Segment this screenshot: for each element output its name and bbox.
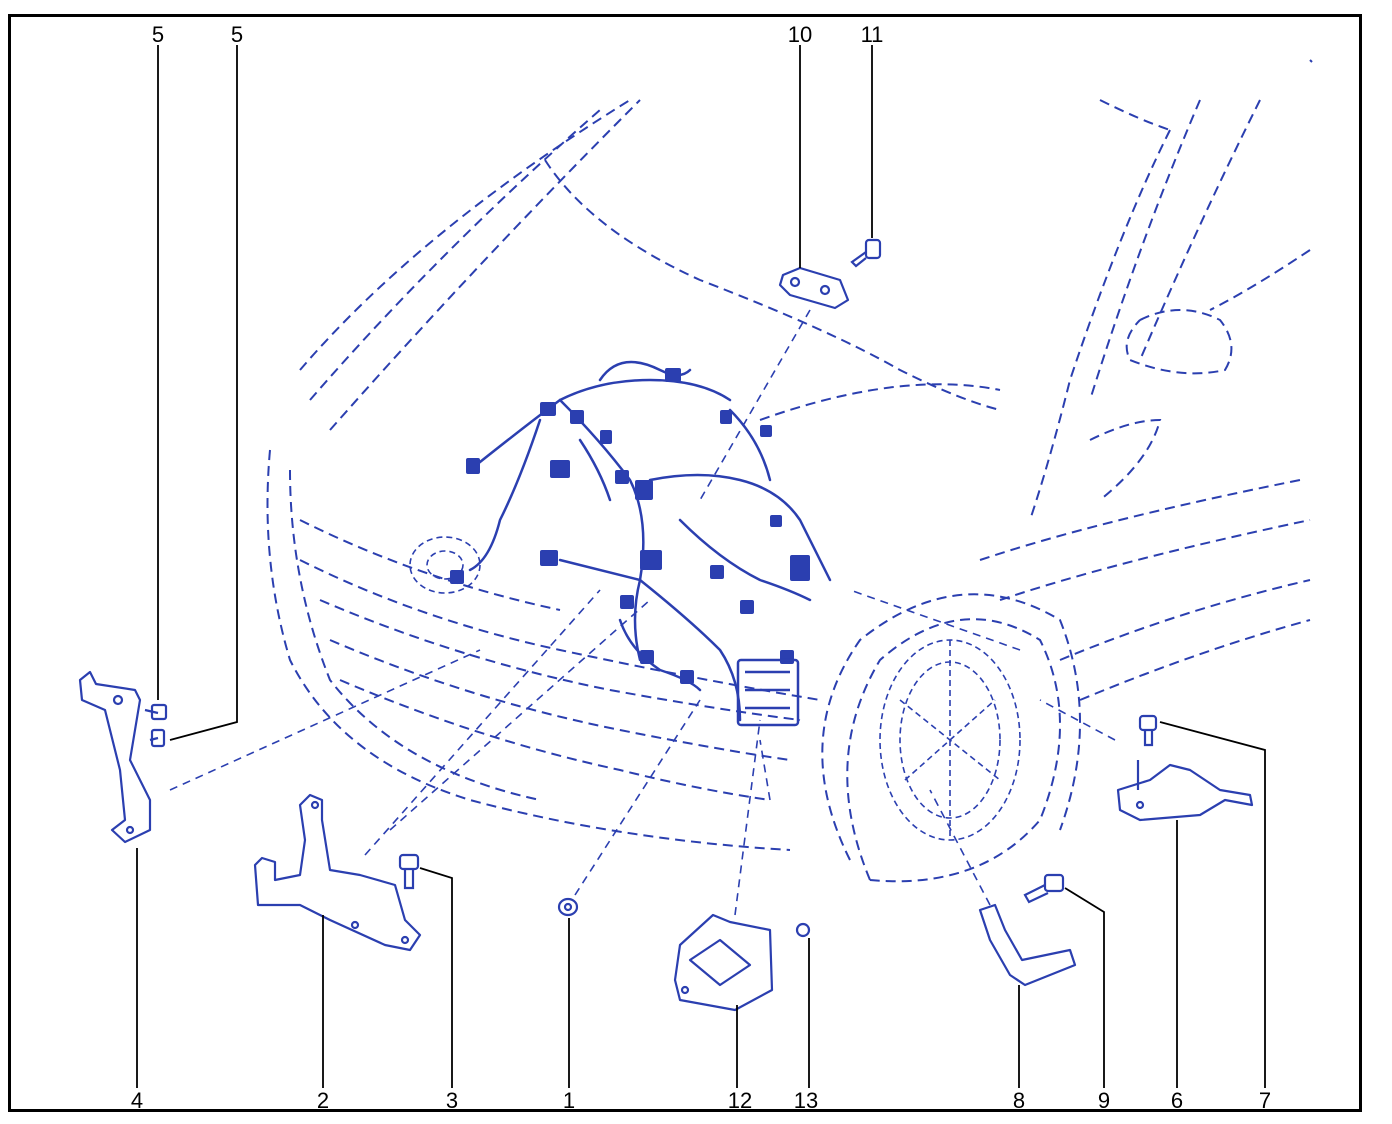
callout-4: 4	[130, 1088, 144, 1113]
bracket-8	[978, 903, 1077, 987]
callout-2: 2	[316, 1088, 330, 1113]
engine-wiring-harness	[468, 360, 832, 722]
callout-6: 6	[1170, 1088, 1184, 1113]
headlamp-detail	[409, 536, 481, 594]
bracket-10	[778, 266, 850, 310]
bolt-5	[144, 703, 168, 748]
clip-1	[557, 897, 579, 917]
callout-12: 12	[727, 1088, 753, 1113]
bolt-3	[398, 853, 420, 890]
callout-5-left: 5	[151, 22, 165, 47]
callout-3: 3	[445, 1088, 459, 1113]
bracket-4	[78, 670, 152, 844]
bolt-11	[850, 238, 882, 268]
bolt-7	[1138, 714, 1158, 747]
diagram-frame	[8, 14, 1362, 1112]
bracket-12	[673, 913, 774, 1012]
bolt-9	[1023, 873, 1065, 904]
clip-13	[795, 922, 811, 938]
callout-9: 9	[1097, 1088, 1111, 1113]
wheel-detail	[879, 639, 1021, 841]
fuse-box	[736, 658, 800, 727]
leader-lines	[169, 309, 1116, 916]
callout-5-right: 5	[230, 22, 244, 47]
callout-8: 8	[1012, 1088, 1026, 1113]
callout-leaders	[136, 45, 1266, 1088]
bracket-2	[253, 793, 422, 952]
callout-1: 1	[562, 1088, 576, 1113]
bracket-6	[1116, 760, 1254, 822]
harness-connectors	[450, 368, 810, 684]
callout-10: 10	[787, 22, 813, 47]
callout-7: 7	[1258, 1088, 1272, 1113]
callout-13: 13	[793, 1088, 819, 1113]
vehicle-body-outline	[266, 59, 1313, 883]
callout-11: 11	[860, 22, 884, 47]
